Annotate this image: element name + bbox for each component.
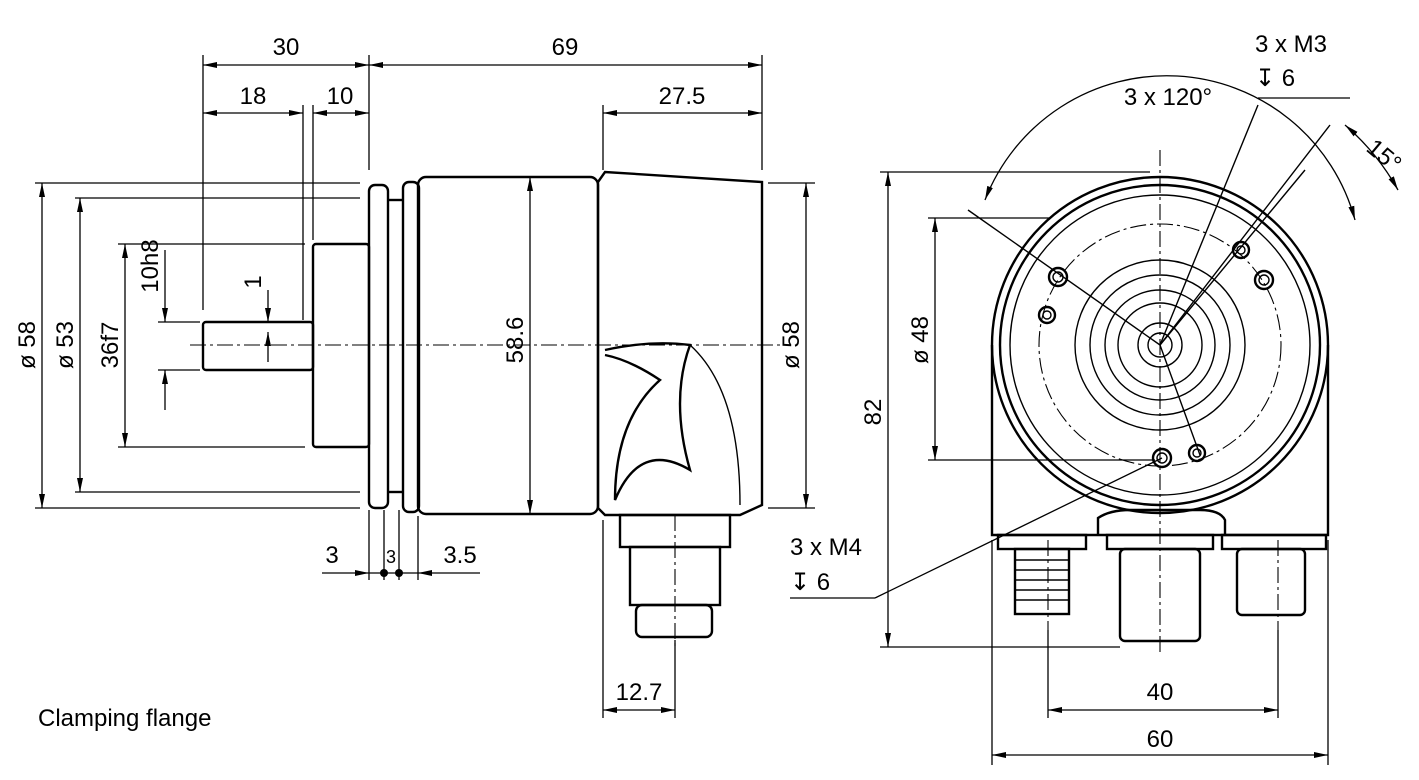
flange-ring <box>401 180 421 514</box>
dim-10h8: 10h8 <box>137 239 164 292</box>
dim-10: 10 <box>327 83 354 110</box>
dim-30: 30 <box>273 34 300 61</box>
front-view: 3 x 120° 3 x M3 ↧ 6 15° ø 48 82 3 x M4 ↧… <box>790 31 1406 765</box>
connector-housing <box>596 170 764 517</box>
dim-60: 60 <box>1147 726 1174 753</box>
dim-58-6: 58.6 <box>502 317 529 364</box>
shaft <box>201 320 315 372</box>
connector-cap <box>604 342 692 501</box>
dim-36f7: 36f7 <box>97 322 124 369</box>
label-m4-depth: ↧ 6 <box>790 569 830 596</box>
dim-27-5: 27.5 <box>659 83 706 110</box>
dim-82: 82 <box>860 399 887 426</box>
dim-18: 18 <box>240 83 267 110</box>
label-m3-depth: ↧ 6 <box>1255 65 1295 92</box>
dim-dia58-right: ø 58 <box>778 321 805 369</box>
side-view: 30 69 18 10 27.5 ø 58 ø 53 36f7 10h8 1 5… <box>14 34 815 732</box>
caption: Clamping flange <box>38 705 211 732</box>
dim-3-5: 3.5 <box>443 542 476 569</box>
dim-3b: 3 <box>386 547 396 567</box>
connectors <box>996 533 1328 643</box>
dim-15deg: 15° <box>1361 134 1406 178</box>
dim-12-7: 12.7 <box>616 679 663 706</box>
dim-dia53: ø 53 <box>52 321 79 369</box>
dim-1: 1 <box>240 275 267 288</box>
label-3xm4: 3 x M4 <box>790 534 862 561</box>
dim-3a: 3 <box>325 542 338 569</box>
dim-40: 40 <box>1147 679 1174 706</box>
connector-plug <box>634 603 714 639</box>
clamping-flange <box>367 183 390 510</box>
dim-3x120: 3 x 120° <box>1124 84 1212 111</box>
dim-dia48: ø 48 <box>907 316 934 364</box>
dim-dia58-left: ø 58 <box>14 321 41 369</box>
dim-69: 69 <box>552 34 579 61</box>
label-3xm3: 3 x M3 <box>1255 31 1327 58</box>
